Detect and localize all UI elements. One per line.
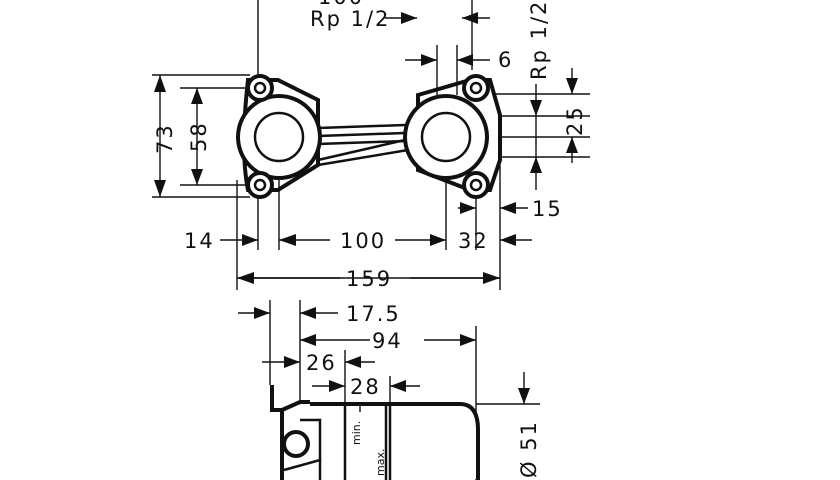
- screw-hole-tr-inner: [469, 81, 483, 95]
- side-view-arrows: [254, 307, 530, 404]
- top-view-dim-lines: [152, 0, 590, 290]
- side-port: [282, 430, 310, 458]
- label-min: min.: [350, 421, 363, 445]
- screw-hole-bl-inner: [253, 178, 267, 192]
- screw-hole-tr: [462, 74, 490, 102]
- screw-hole-tl: [246, 74, 274, 102]
- dim-32: 32: [458, 229, 489, 253]
- dim-58: 58: [187, 121, 211, 152]
- side-housing: [270, 385, 310, 480]
- dim-rp-side: Rp 1/2: [527, 0, 551, 80]
- connecting-pipe: [317, 123, 406, 146]
- brace: [317, 138, 409, 167]
- dim-28: 28: [350, 375, 381, 399]
- dim-top-cut: 100: [318, 0, 364, 9]
- dim-6: 6: [498, 48, 513, 72]
- top-view-leader-lines: [220, 17, 573, 279]
- left-port-inner: [253, 111, 305, 163]
- screw-hole-bl: [246, 171, 274, 199]
- dim-rp-top: Rp 1/2: [310, 7, 390, 31]
- dim-159: 159: [346, 267, 392, 291]
- dim-15: 15: [532, 197, 563, 221]
- top-view: [236, 74, 502, 199]
- label-max: max.: [374, 449, 387, 476]
- right-port-inner: [420, 111, 472, 163]
- dim-100: 100: [340, 229, 386, 253]
- left-port-outer: [236, 94, 322, 180]
- right-port-outer: [403, 94, 489, 180]
- dim-51: Ø 51: [517, 420, 541, 478]
- dim-26: 26: [306, 351, 337, 375]
- dim-25: 25: [563, 105, 587, 136]
- side-view: [270, 385, 480, 480]
- dim-14: 14: [184, 229, 215, 253]
- dim-73: 73: [153, 123, 177, 154]
- screw-hole-br-inner: [469, 178, 483, 192]
- dim-94: 94: [372, 329, 403, 353]
- screw-hole-br: [462, 171, 490, 199]
- dim-17-5: 17.5: [346, 302, 401, 326]
- screw-hole-tl-inner: [253, 81, 267, 95]
- side-cylinder: [310, 402, 480, 480]
